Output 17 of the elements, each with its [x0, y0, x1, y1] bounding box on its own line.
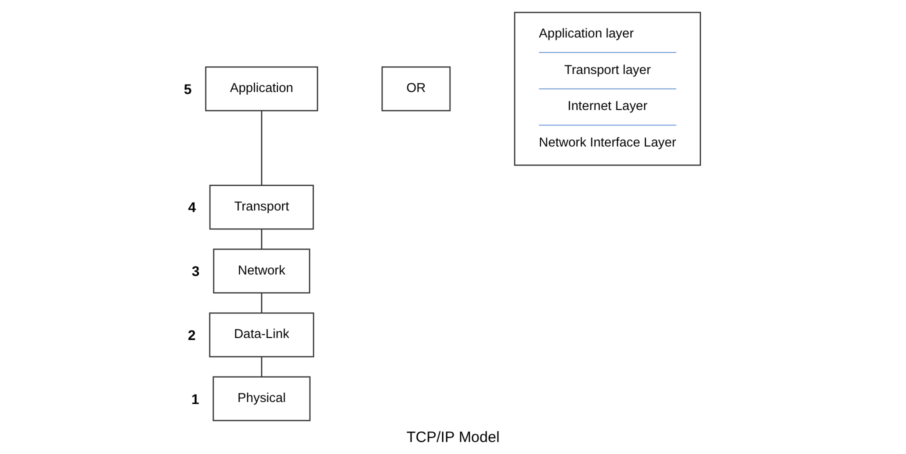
layer-number: 1 — [191, 390, 200, 407]
layer-number: 4 — [188, 199, 196, 216]
connector — [260, 110, 262, 186]
node-box: Application layer Transport layer Internet Layer Network Interface Layer — [514, 12, 701, 166]
node-box: Network — [212, 248, 310, 294]
node-box: Data-Link — [209, 312, 314, 358]
node-box: OR — [381, 66, 451, 112]
node-box: Application — [205, 66, 318, 112]
node-box: Physical — [212, 376, 310, 422]
layer-number: 5 — [184, 80, 192, 97]
connector — [260, 292, 262, 314]
node-box: Transport — [209, 184, 314, 230]
connector — [260, 229, 262, 250]
layer-number: 3 — [192, 263, 200, 280]
diagram-caption: TCP/IP Model — [406, 428, 500, 448]
connector — [260, 356, 262, 377]
layer-number: 2 — [188, 326, 196, 343]
